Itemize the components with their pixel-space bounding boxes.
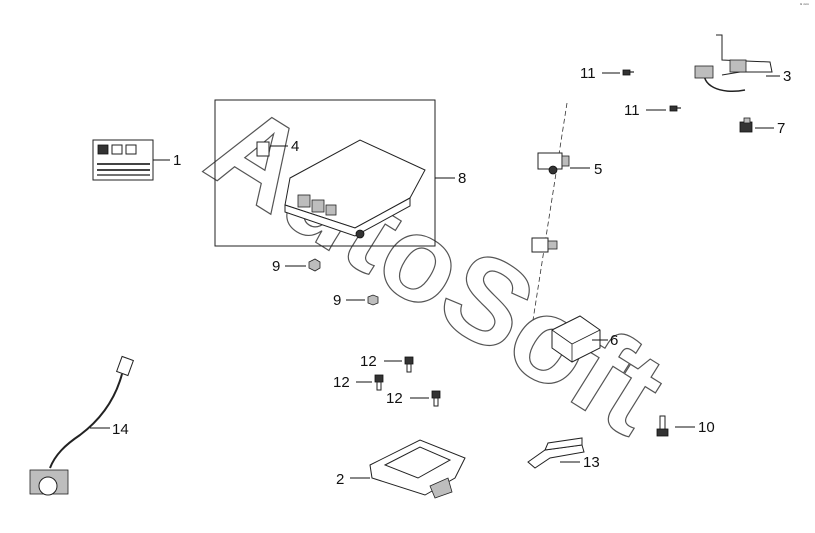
module-6[interactable]: [551, 315, 601, 363]
callout-6: 6: [610, 332, 618, 349]
screw-11b[interactable]: [669, 105, 681, 112]
screw-11a[interactable]: [622, 69, 634, 76]
callout-9b: 9: [333, 292, 341, 309]
harness-14[interactable]: [29, 355, 135, 496]
callout-2: 2: [336, 471, 344, 488]
callout-14: 14: [112, 421, 129, 438]
callout-8: 8: [458, 170, 466, 187]
callout-7: 7: [777, 120, 785, 137]
callout-12c: 12: [386, 390, 403, 407]
corner-mark: ᵉ ⁿⁿⁿ: [800, 2, 809, 8]
callout-11b: 11: [624, 102, 640, 119]
callout-12b: 12: [333, 374, 350, 391]
assembly-frame: [214, 99, 436, 247]
callout-12a: 12: [360, 353, 377, 370]
bolt-12b[interactable]: [374, 374, 384, 391]
control-unit[interactable]: [284, 139, 426, 239]
harness-bracket-3[interactable]: [694, 34, 773, 92]
callout-4: 4: [291, 138, 299, 155]
callout-1: 1: [173, 152, 181, 169]
clip-7[interactable]: [739, 117, 753, 133]
sensor-5[interactable]: [537, 152, 570, 175]
callout-10: 10: [698, 419, 715, 436]
connector[interactable]: [531, 237, 558, 253]
bolt-10[interactable]: [656, 415, 669, 437]
part-label-1[interactable]: [92, 139, 154, 181]
nut-9a[interactable]: [308, 258, 321, 272]
bolt-12a[interactable]: [404, 356, 414, 373]
callout-5: 5: [594, 161, 602, 178]
assembly-axis-line: [532, 102, 568, 321]
bracket-2[interactable]: [369, 439, 466, 499]
callout-11a: 11: [580, 65, 596, 82]
callout-13: 13: [583, 454, 600, 471]
nut-9b[interactable]: [367, 294, 379, 306]
part-label-4[interactable]: [256, 141, 270, 157]
callout-3: 3: [783, 68, 791, 85]
bracket-13[interactable]: [527, 437, 585, 469]
bolt-12c[interactable]: [431, 390, 441, 407]
callout-9a: 9: [272, 258, 280, 275]
